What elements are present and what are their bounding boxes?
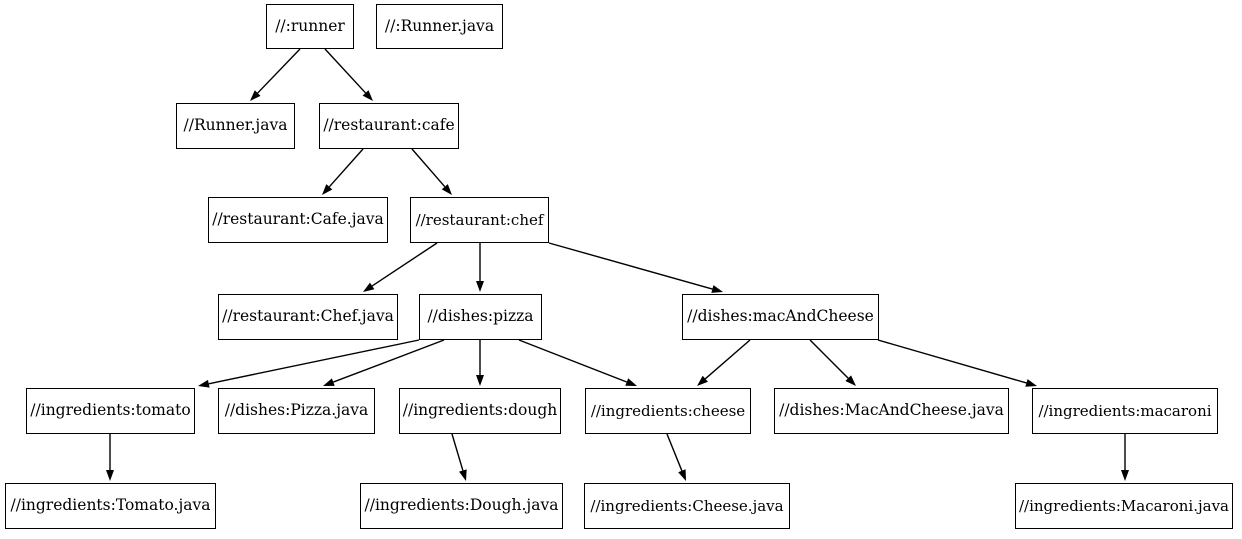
graph-node-label: //dishes:Pizza.java: [224, 401, 369, 420]
graph-edge: [322, 148, 364, 195]
edge-arrowhead-icon: [323, 378, 335, 386]
graph-node-label: //ingredients:Tomato.java: [10, 496, 211, 515]
graph-node-label: //restaurant:chef: [415, 210, 544, 229]
edge-arrowhead-icon: [476, 281, 484, 292]
edge-arrowhead-icon: [322, 184, 333, 195]
graph-node-label: //dishes:MacAndCheese.java: [779, 401, 1004, 420]
graph-edge: [666, 433, 686, 481]
graph-node-runner_java_root[interactable]: //:Runner.java: [376, 4, 503, 49]
graph-node-dough_java[interactable]: //ingredients:Dough.java: [360, 483, 563, 529]
graph-node-label: //:runner: [275, 16, 345, 35]
graph-node-dishes_pizza[interactable]: //dishes:pizza: [419, 294, 542, 340]
edge-arrowhead-icon: [1121, 470, 1129, 481]
graph-node-mac_java[interactable]: //dishes:MacAndCheese.java: [774, 388, 1009, 434]
graph-node-runner_java[interactable]: //Runner.java: [176, 103, 295, 149]
graph-edge: [324, 48, 373, 101]
graph-node-runner[interactable]: //:runner: [266, 4, 354, 49]
edge-arrowhead-icon: [845, 375, 856, 386]
graph-edge: [476, 243, 484, 292]
graph-node-chef_java[interactable]: //restaurant:Chef.java: [218, 294, 398, 340]
graph-node-label: //dishes:pizza: [427, 307, 534, 326]
graph-node-ing_macaroni[interactable]: //ingredients:macaroni: [1032, 388, 1218, 434]
graph-edge: [1121, 434, 1129, 481]
graph-node-label: //restaurant:Chef.java: [222, 307, 394, 326]
graph-edge: [451, 433, 467, 481]
edge-arrowhead-icon: [678, 469, 686, 481]
graph-edge: [106, 434, 114, 481]
graph-node-label: //ingredients:macaroni: [1038, 401, 1212, 420]
edge-arrowhead-icon: [363, 282, 375, 292]
graph-edge: [411, 148, 452, 195]
edge-arrowhead-icon: [106, 470, 114, 481]
graph-node-macaroni_java[interactable]: //ingredients:Macaroni.java: [1015, 483, 1233, 529]
graph-edge: [198, 339, 420, 388]
graph-node-restaurant_cafe[interactable]: //restaurant:cafe: [319, 103, 459, 149]
edge-arrowhead-icon: [711, 285, 723, 293]
graph-edge: [518, 339, 637, 386]
graph-node-label: //Runner.java: [183, 116, 288, 135]
graph-edge: [363, 242, 438, 292]
edge-arrowhead-icon: [476, 375, 484, 386]
edge-arrowhead-icon: [697, 375, 708, 386]
graph-node-cheese_java[interactable]: //ingredients:Cheese.java: [584, 483, 790, 529]
graph-node-pizza_java[interactable]: //dishes:Pizza.java: [218, 388, 375, 434]
graph-node-label: //ingredients:Cheese.java: [590, 496, 784, 515]
graph-node-tomato_java[interactable]: //ingredients:Tomato.java: [5, 483, 216, 529]
graph-node-restaurant_chef[interactable]: //restaurant:chef: [410, 197, 549, 243]
graph-node-ing_tomato[interactable]: //ingredients:tomato: [26, 388, 195, 434]
graph-node-label: //ingredients:cheese: [590, 401, 746, 420]
graph-node-label: //ingredients:dough: [402, 401, 558, 420]
edge-arrowhead-icon: [459, 469, 467, 481]
graph-node-cafe_java[interactable]: //restaurant:Cafe.java: [208, 197, 388, 243]
graph-node-label: //dishes:macAndCheese: [687, 307, 874, 326]
edge-arrowhead-icon: [625, 378, 637, 386]
graph-node-label: //:Runner.java: [384, 16, 495, 35]
graph-node-label: //ingredients:tomato: [30, 401, 191, 420]
graph-edge: [250, 48, 301, 101]
graph-node-ing_cheese[interactable]: //ingredients:cheese: [585, 388, 751, 434]
graph-edge: [548, 242, 723, 293]
edge-arrowhead-icon: [362, 90, 373, 101]
graph-node-label: //restaurant:Cafe.java: [212, 210, 384, 229]
graph-node-dishes_mac[interactable]: //dishes:macAndCheese: [682, 294, 879, 340]
graph-edge: [476, 340, 484, 386]
graph-edge: [809, 339, 856, 386]
edge-arrowhead-icon: [1025, 379, 1037, 387]
edge-arrowhead-icon: [250, 90, 261, 101]
graph-node-label: //ingredients:Dough.java: [364, 496, 559, 515]
edge-arrowhead-icon: [441, 184, 452, 195]
graph-node-label: //ingredients:Macaroni.java: [1018, 496, 1229, 515]
edge-arrowhead-icon: [198, 379, 210, 388]
graph-edge: [877, 339, 1037, 387]
graph-node-label: //restaurant:cafe: [323, 116, 455, 135]
graph-edge: [323, 339, 445, 386]
graph-node-ing_dough[interactable]: //ingredients:dough: [399, 388, 561, 434]
graph-edge: [697, 339, 751, 386]
